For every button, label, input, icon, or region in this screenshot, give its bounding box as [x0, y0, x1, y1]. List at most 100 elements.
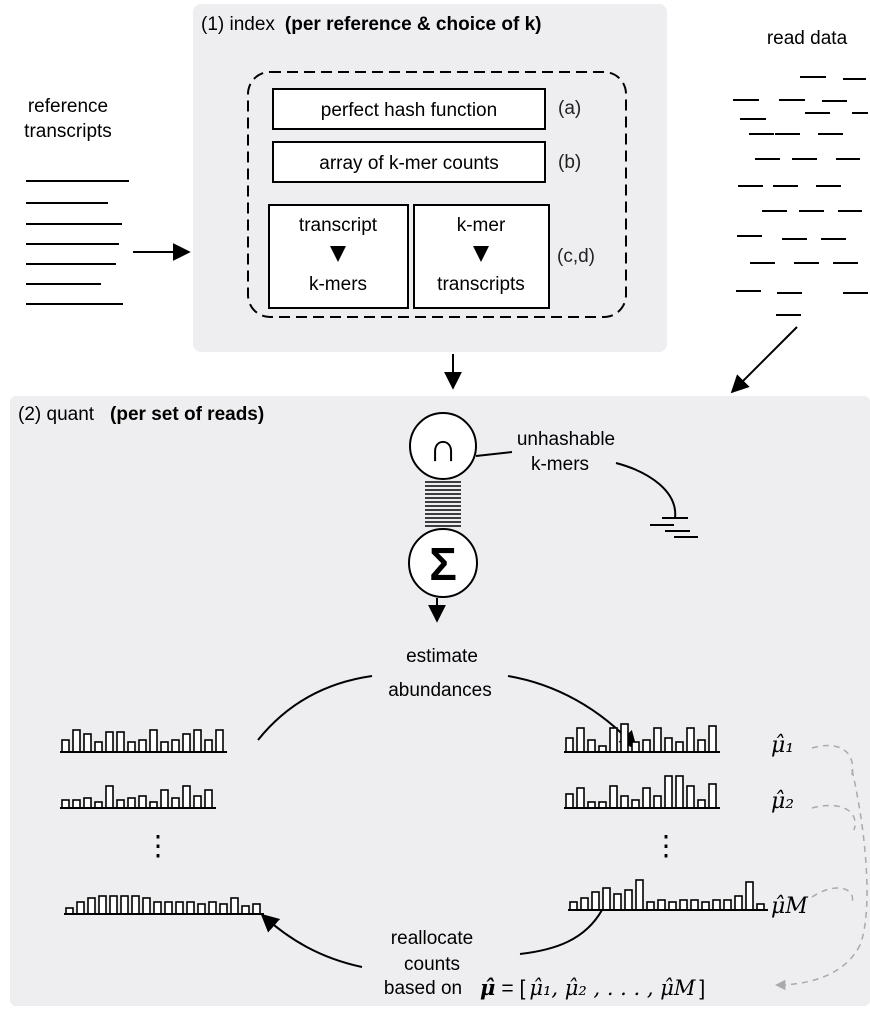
histogram-before-1	[60, 729, 227, 753]
histogram-bar	[116, 799, 125, 809]
histogram-bar	[175, 901, 184, 915]
discard-ground-icon	[650, 517, 698, 538]
histogram-bar	[609, 785, 618, 809]
histogram-bar	[664, 737, 673, 753]
reallocate-label-1: reallocate	[391, 928, 473, 949]
histogram-bar	[87, 897, 96, 915]
intersect-node	[409, 412, 477, 480]
histogram-bar	[105, 785, 114, 809]
mu-hat-1: μ̂₁	[771, 733, 794, 758]
histogram-bar	[164, 901, 173, 915]
histogram-bar	[613, 893, 622, 911]
histogram-bar	[72, 729, 81, 753]
histogram-bar	[653, 727, 662, 753]
histogram-bar	[576, 787, 585, 809]
vdots-left: ⋮	[144, 829, 172, 862]
histogram-bar	[120, 895, 129, 915]
kmer-counts-box	[272, 141, 546, 183]
histogram-bar	[153, 901, 162, 915]
index-panel-title: (1) index(per reference & choice of k)	[201, 14, 542, 35]
histogram-bar	[193, 795, 202, 809]
reference-transcript-lines	[26, 180, 129, 305]
histogram-bar	[61, 799, 70, 809]
quant-panel-title: (2) quant(per set of reads)	[18, 404, 264, 425]
sum-symbol: Σ	[429, 538, 457, 590]
histogram-bar	[219, 903, 228, 915]
histogram-bar	[182, 785, 191, 809]
vdots-right: ⋮	[652, 829, 680, 862]
read-fragments	[733, 76, 868, 316]
feedback-to-vector-arrow	[774, 944, 861, 991]
index-components-group	[247, 71, 627, 318]
histogram-bar	[215, 729, 224, 753]
histogram-bar	[160, 741, 169, 753]
histogram-bar	[149, 729, 158, 753]
histogram-bar	[653, 795, 662, 809]
kmer-to-transcripts-arrowhead	[473, 246, 489, 262]
histogram-before-M	[64, 895, 264, 915]
histogram-bar	[98, 895, 107, 915]
histogram-bar	[76, 901, 85, 915]
histogram-bar	[708, 725, 717, 753]
sum-node	[408, 528, 478, 598]
transcript-to-kmers-arrowhead	[330, 246, 346, 262]
intersect-symbol: ∩	[429, 426, 458, 470]
histogram-bar	[675, 775, 684, 809]
histogram-bar	[186, 901, 195, 915]
reallocate-label-3: based on	[384, 978, 462, 999]
perfect-hash-box	[272, 88, 546, 130]
discard-path	[615, 462, 677, 519]
feedback-dashed-curves	[811, 744, 868, 946]
histogram-bar	[171, 739, 180, 753]
histogram-bar	[252, 903, 261, 915]
histogram-after-2	[564, 775, 720, 809]
hashed-kmer-stream	[425, 481, 461, 527]
histogram-bar	[204, 789, 213, 809]
reallocate-right-curve	[519, 909, 603, 955]
tag-a: (a)	[558, 98, 581, 119]
quant-panel	[10, 396, 870, 1006]
kmer-counts-label: array of k-mer counts	[319, 153, 499, 174]
histogram-bar	[83, 797, 92, 809]
histogram-bar	[569, 901, 578, 911]
histogram-bar	[105, 731, 114, 753]
histogram-bar	[675, 741, 684, 753]
histogram-bar	[587, 739, 596, 753]
histogram-bar	[208, 901, 217, 915]
histogram-bar	[642, 739, 651, 753]
histogram-bar	[116, 731, 125, 753]
histogram-bar	[61, 739, 70, 753]
histogram-bar	[624, 889, 633, 911]
histogram-bar	[620, 795, 629, 809]
histogram-bar	[182, 733, 191, 753]
tag-cd: (c,d)	[557, 246, 595, 267]
histogram-bar	[142, 897, 151, 915]
histogram-bar	[642, 787, 651, 809]
histogram-bar	[565, 737, 574, 753]
reads-to-quant-arrow	[730, 326, 798, 394]
histogram-bar	[171, 797, 180, 809]
mu-hat-M: μ̂M	[771, 894, 808, 919]
histogram-bar	[160, 789, 169, 809]
histogram-after-1	[564, 723, 720, 753]
histogram-bar	[138, 795, 147, 809]
unhashable-label-1: unhashable	[517, 429, 615, 450]
histogram-bar	[697, 799, 706, 809]
estimate-label-1: estimate	[406, 646, 478, 667]
histogram-bar	[193, 729, 202, 753]
histogram-bar	[241, 905, 250, 915]
histogram-bar	[127, 741, 136, 753]
mu-hat-2: μ̂₂	[771, 789, 794, 814]
histogram-bar	[576, 727, 585, 753]
reallocate-label-2: counts	[404, 954, 460, 975]
histogram-bar	[620, 723, 629, 753]
histogram-bar	[664, 775, 673, 809]
histogram-bar	[697, 739, 706, 753]
histogram-bar	[635, 879, 644, 911]
histogram-bar	[72, 799, 81, 809]
histogram-bar	[580, 897, 589, 911]
histogram-bar	[127, 797, 136, 809]
histogram-bar	[686, 727, 695, 753]
kmer-to-transcripts-top: k-mer	[457, 215, 506, 236]
intersect-to-unhashable-line	[475, 451, 513, 457]
